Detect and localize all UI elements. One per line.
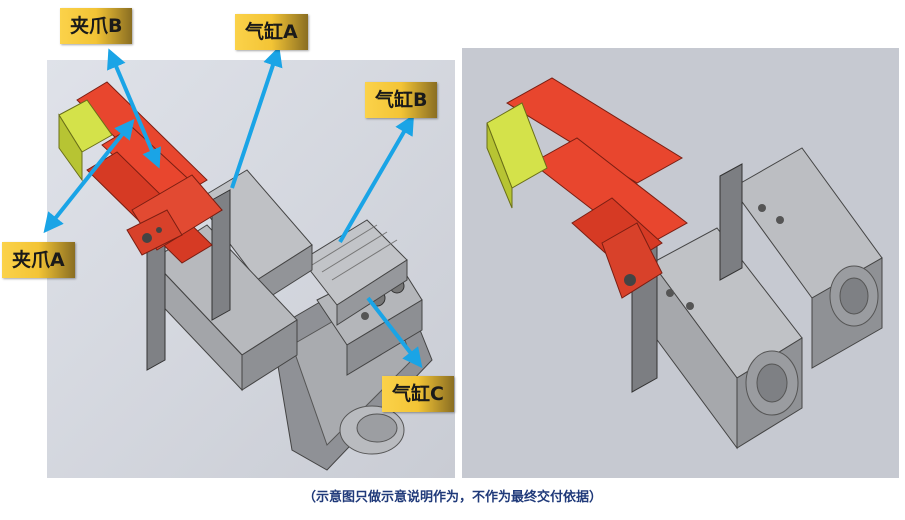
right-render-panel (462, 48, 899, 478)
disclaimer-caption: （示意图只做示意说明作为，不作为最终交付依据） (302, 490, 602, 505)
label-clamp-a: 夹爪A (2, 242, 75, 278)
left-gripper-render (47, 60, 455, 478)
label-clamp-b: 夹爪B (60, 8, 133, 44)
right-gripper-render (462, 48, 899, 478)
left-render-panel (47, 60, 455, 478)
label-cylinder-a: 气缸A (235, 14, 308, 50)
label-cylinder-b: 气缸B (365, 82, 438, 118)
label-cylinder-c: 气缸C (382, 376, 454, 412)
